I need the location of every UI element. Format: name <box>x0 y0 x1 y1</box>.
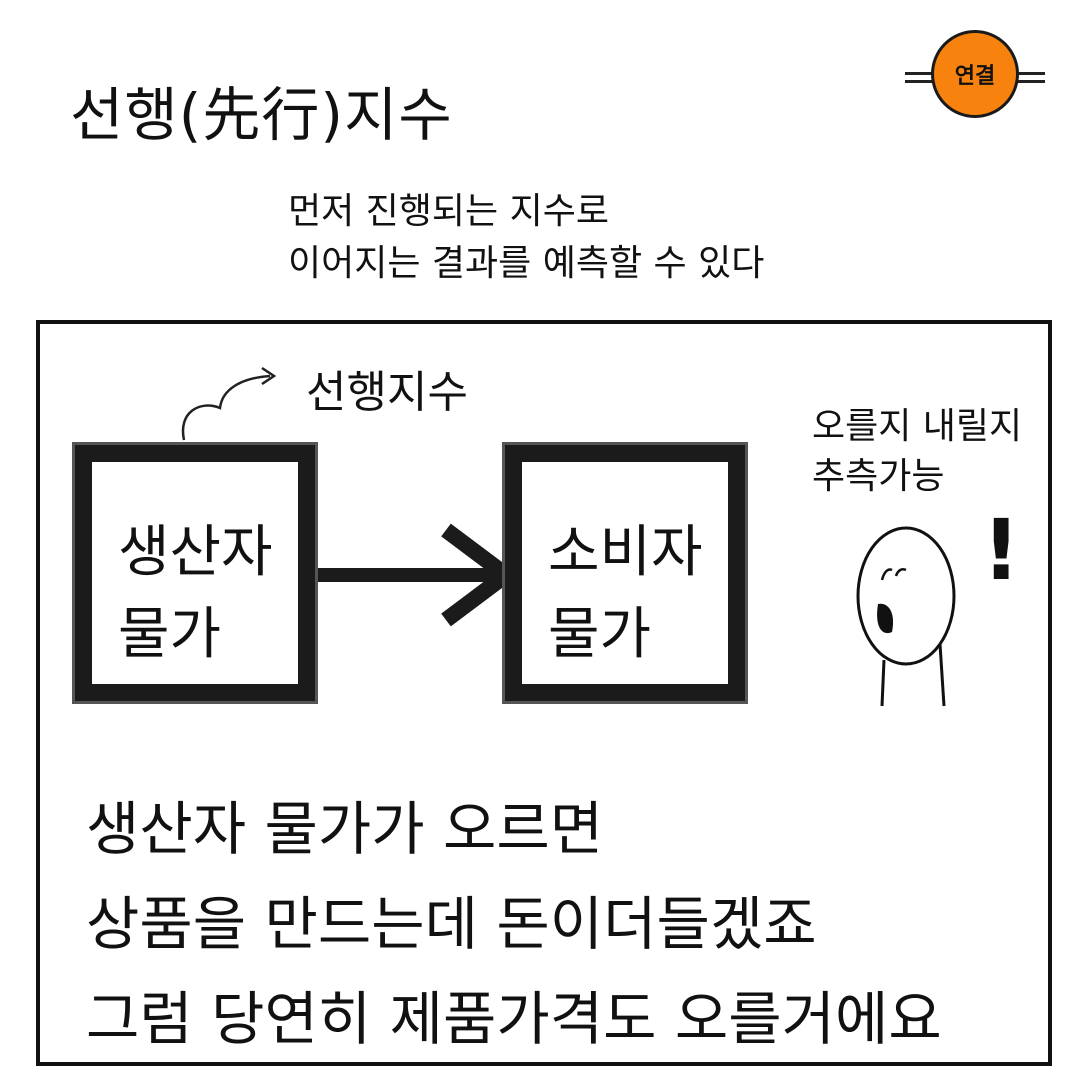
explanation-line: 생산자 물가가 오르면 <box>86 795 604 863</box>
illustration-panel <box>36 320 1052 1066</box>
badge-circle: 연결 <box>931 30 1019 118</box>
explanation-text: 생산자 물가가 오르면 상품을 만드는데 돈이더들겠죠 그럼 당연히 제품가격도… <box>86 782 942 1067</box>
box-line: 생산자 <box>118 520 273 585</box>
producer-price-box: 생산자 물가 <box>72 442 318 704</box>
explanation-line: 그럼 당연히 제품가격도 오를거에요 <box>86 985 942 1053</box>
subtitle: 먼저 진행되는 지수로 이어지는 결과를 예측할 수 있다 <box>288 186 764 290</box>
explanation-line: 상품을 만드는데 돈이더들겠죠 <box>86 890 817 958</box>
surprised-character-icon <box>856 526 956 707</box>
box-line: 물가 <box>548 602 652 667</box>
leading-index-label: 선행지수 <box>306 367 468 418</box>
consumer-price-box: 소비자 물가 <box>502 442 748 704</box>
note-line: 오를지 내릴지 <box>812 406 1023 447</box>
right-arrow-icon <box>318 523 518 627</box>
exclamation-mark: ! <box>982 501 1021 599</box>
box-line: 소비자 <box>548 520 703 585</box>
subtitle-line: 먼저 진행되는 지수로 <box>288 191 609 232</box>
consumer-price-text: 소비자 물가 <box>548 512 703 676</box>
page-title: 선행(先行)지수 <box>70 81 453 149</box>
character-note: 오를지 내릴지 추측가능 <box>812 402 1022 502</box>
note-line: 추측가능 <box>812 456 945 497</box>
curved-arrow-icon <box>181 366 277 441</box>
subtitle-line: 이어지는 결과를 예측할 수 있다 <box>288 243 765 284</box>
badge-group: 연결 <box>905 30 1045 120</box>
badge-label: 연결 <box>954 64 996 89</box>
box-line: 물가 <box>118 602 222 667</box>
producer-price-text: 생산자 물가 <box>118 512 273 676</box>
